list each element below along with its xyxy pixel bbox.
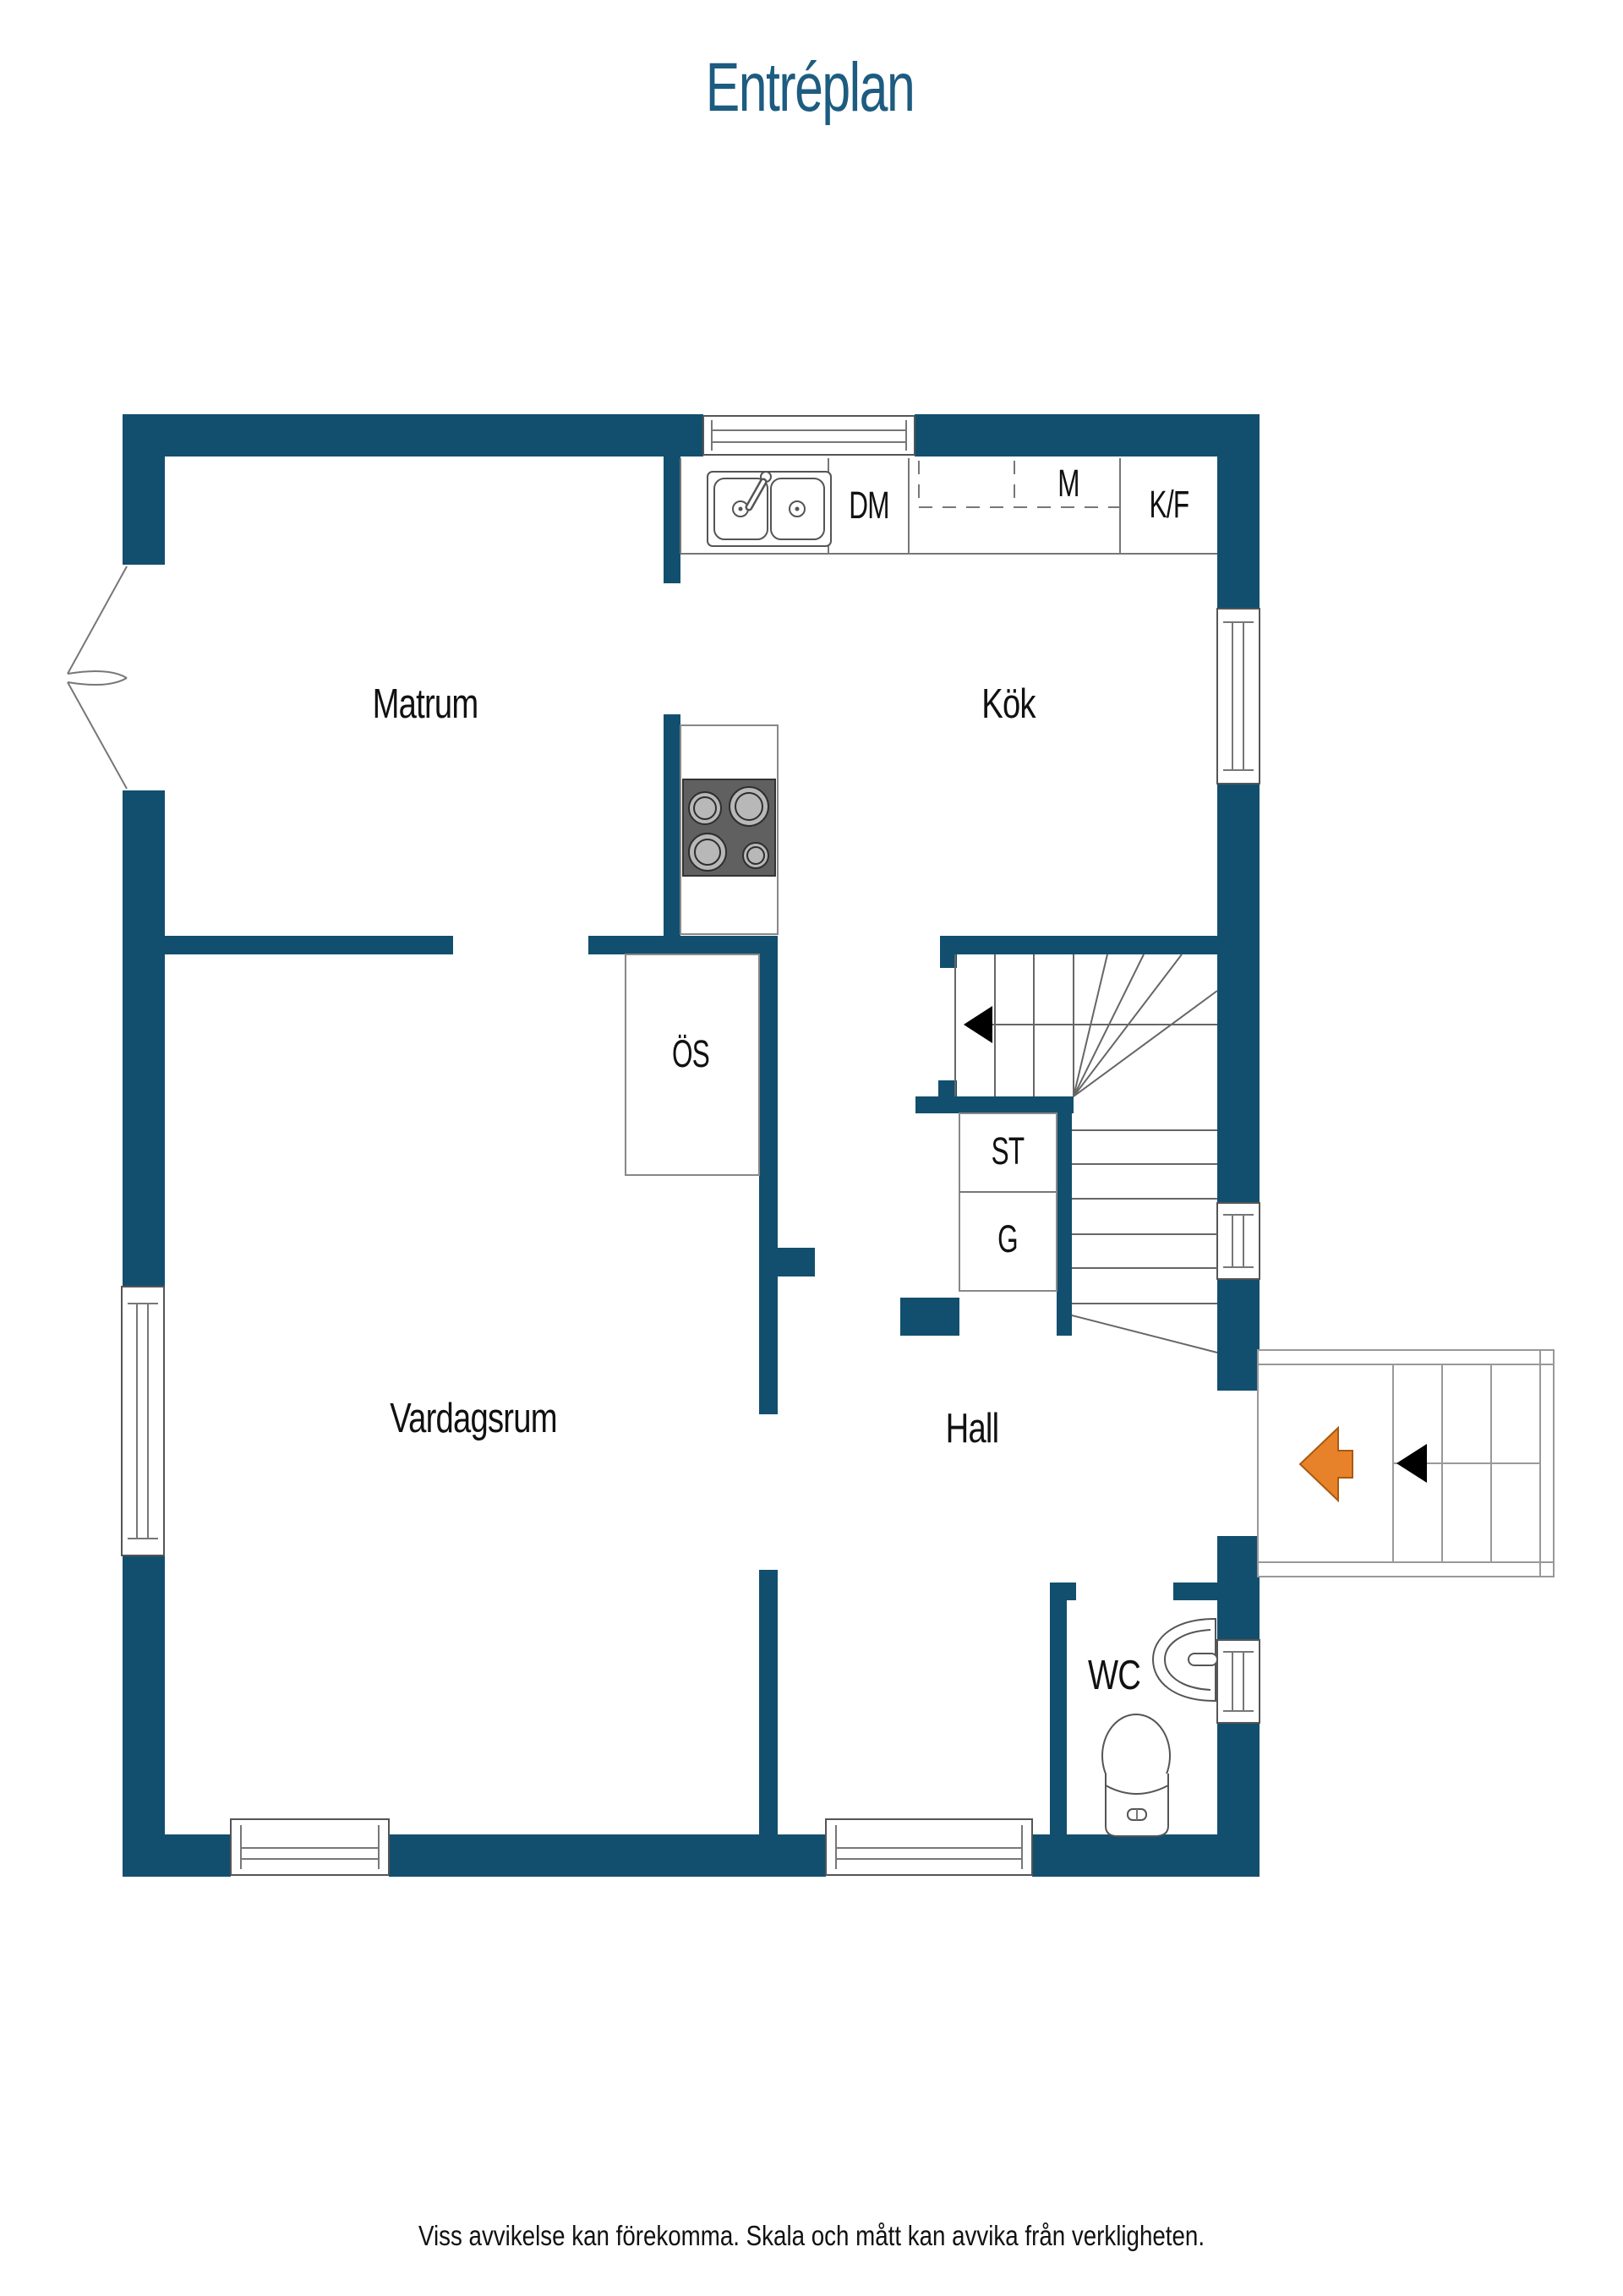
room-label-wc: WC — [1087, 1653, 1141, 1698]
closets — [959, 1112, 1057, 1292]
entry-steps-arrow-icon — [1396, 1444, 1427, 1483]
room-label-hall: Hall — [945, 1406, 1000, 1451]
closet-label-g: G — [997, 1217, 1019, 1260]
entry-steps — [1257, 1349, 1555, 1577]
disclaimer-text: Viss avvikelse kan förekomma. Skala och … — [418, 2220, 1205, 2251]
window-hall-bottom — [825, 1818, 1033, 1876]
microwave-dashed-outline — [918, 461, 1120, 508]
toilet — [1101, 1714, 1171, 1837]
window-livingroom-left — [121, 1286, 165, 1556]
closet-label-os: ÖS — [671, 1032, 710, 1075]
room-label-matrum: Matrum — [372, 681, 479, 727]
stove — [680, 724, 779, 935]
wc-fixtures — [1101, 1617, 1218, 1837]
window-wc-right — [1216, 1639, 1260, 1724]
fireplace-box — [625, 954, 760, 1176]
appliance-label-microwave: M — [1057, 462, 1079, 505]
interior-walls — [165, 456, 1219, 1834]
room-label-kok: Kök — [981, 681, 1036, 727]
french-door — [67, 566, 128, 790]
exterior-walls — [123, 414, 1278, 1877]
washbasin — [1151, 1617, 1218, 1703]
stair-direction-arrow-icon — [964, 1006, 992, 1043]
kitchen-counter — [680, 458, 1217, 555]
page-title: Entréplan — [705, 49, 915, 126]
window-stair-right — [1216, 1202, 1260, 1280]
appliance-label-fridge-freezer: K/F — [1149, 483, 1190, 526]
window-livingroom-bottom — [230, 1818, 390, 1876]
window-kitchen-top — [702, 415, 915, 456]
sink — [707, 471, 832, 547]
burners — [688, 786, 769, 872]
room-label-vardagsrum: Vardagsrum — [390, 1396, 557, 1441]
windows — [121, 415, 1260, 1876]
appliance-label-dishwasher: DM — [849, 484, 889, 527]
staircase — [954, 954, 1218, 1353]
entrance-arrow-icon — [1298, 1425, 1353, 1503]
window-kitchen-right — [1216, 608, 1260, 784]
closet-label-st: ST — [991, 1129, 1025, 1173]
